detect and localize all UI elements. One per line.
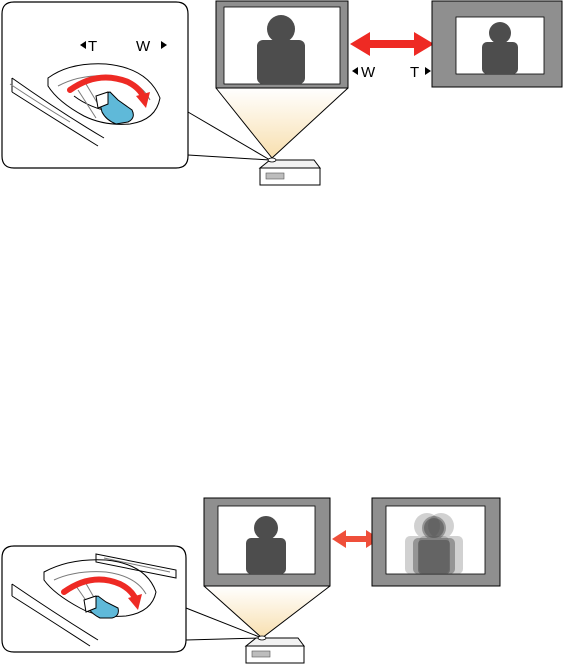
zoom-double-arrow-icon [350,32,434,56]
result-tele-label: T [410,64,419,81]
projector [260,158,320,185]
zoom-diagram: T W [0,0,572,200]
focus-diagram-svg [0,488,572,664]
projector [246,636,304,663]
focus-diagram [0,488,572,664]
ring-wide-label: W [136,38,151,55]
projected-screen-small [432,1,562,87]
zoom-diagram-svg: T W [0,0,572,200]
result-wide-label: W [361,64,376,81]
projected-screen-blurred [372,498,500,586]
projected-screen-large [216,1,348,88]
light-beam [204,586,330,638]
result-labels: W T [352,64,431,81]
right-triangle-icon [425,67,431,75]
ring-tele-label: T [88,38,97,55]
projected-screen-focused [204,498,330,586]
light-beam [216,88,348,158]
left-triangle-icon [352,67,358,75]
